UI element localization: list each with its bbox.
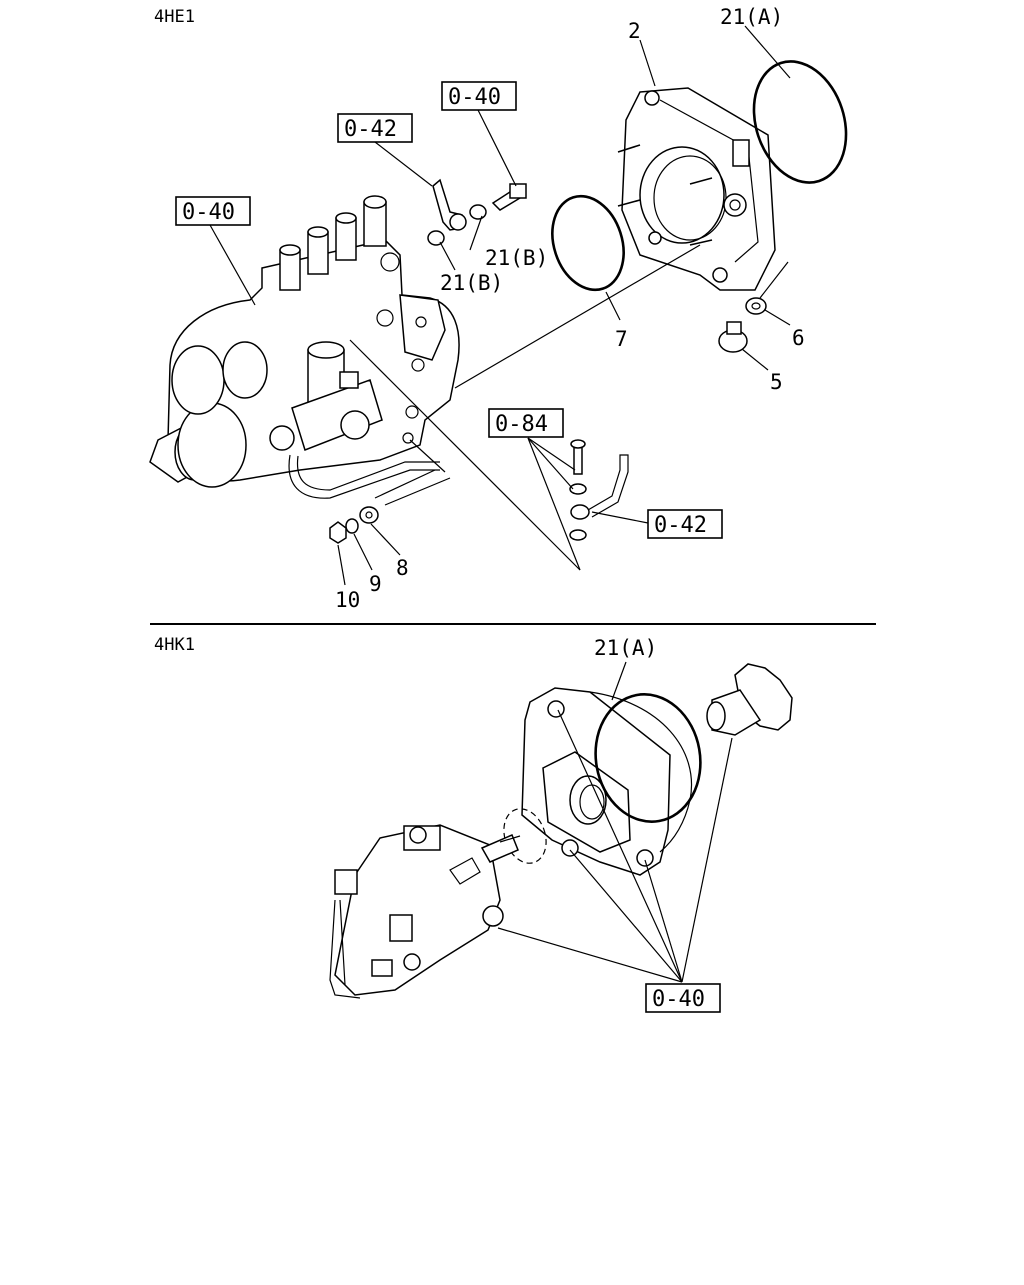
section-label-4he1: 4HE1 [154,7,195,27]
pump-housing-4hk1 [521,687,692,876]
supply-pump-4hk1 [329,824,519,999]
callout-21a-bottom: 21(A) [594,636,657,660]
ref-code: 0-42 [654,513,707,538]
nut-10 [329,521,347,544]
injection-pump-4he1 [149,195,460,499]
ref-code: 0-84 [495,412,548,437]
washer-6 [745,297,767,315]
ref-code: 0-40 [652,987,705,1012]
o-ring-7 [551,194,625,292]
callout-5: 5 [770,370,783,394]
ref-box-0-42-right[interactable]: 0-42 [647,509,723,539]
ref-box-0-40-left[interactable]: 0-40 [175,196,251,226]
ref-box-0-40-bottom[interactable]: 0-40 [645,983,721,1013]
callout-2: 2 [628,19,641,43]
callout-10: 10 [335,588,360,612]
section-label-4hk1: 4HK1 [154,635,195,655]
ref-code: 0-42 [344,117,397,142]
ref-code: 0-40 [182,200,235,225]
callout-8: 8 [396,556,409,580]
spring-washer-9 [345,518,359,534]
callout-21b-upper: 21(B) [485,246,548,270]
ref-box-0-40-top[interactable]: 0-40 [441,81,517,111]
callout-9: 9 [369,572,382,596]
o-ring-21a-bottom [594,693,702,823]
callout-7: 7 [615,327,628,351]
callout-21b-lower: 21(B) [440,271,503,295]
ref-code: 0-40 [448,85,501,110]
leader-lines-bottom [497,661,733,983]
callout-6: 6 [792,326,805,350]
delivery-valve-holders [279,195,387,291]
o-ring-21a-top [752,60,848,184]
banjo-bolt-assembly [569,439,629,541]
ref-box-0-42-top[interactable]: 0-42 [337,113,413,143]
drive-gear-4hk1 [706,663,793,736]
plug-5 [718,321,748,353]
pump-adapter-housing-4he1 [617,87,776,291]
bracket-bolt-parts [427,178,527,246]
ref-box-0-84[interactable]: 0-84 [488,408,564,438]
washer-8 [359,506,379,524]
callout-21a-top: 21(A) [720,5,783,29]
leader-lines-top [209,25,791,586]
